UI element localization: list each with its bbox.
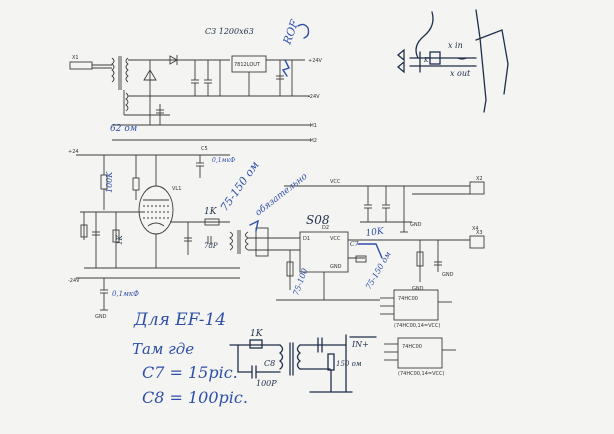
sketch-1k: 1K — [250, 329, 264, 339]
power-supply-section: X1 7812LOUT — [69, 55, 323, 144]
svg-text:GND: GND — [412, 286, 424, 292]
label-x3: X3 — [476, 230, 483, 236]
svg-text:H2: H2 — [310, 138, 317, 144]
note-rof: ROF — [280, 18, 301, 47]
label-p24-top: +24 — [68, 149, 79, 155]
note-line-4: С8 = 100pic. — [142, 388, 248, 407]
svg-text:GND: GND — [410, 222, 422, 228]
transformer-secondary — [125, 57, 129, 83]
label-ic-foot2: (74HC00,14=VCC) — [398, 371, 444, 377]
svg-text:K: K — [423, 57, 429, 64]
connector-x2 — [469, 181, 485, 195]
transformer-primary — [111, 57, 115, 83]
svg-text:GND: GND — [442, 272, 454, 278]
connector-x1 — [69, 61, 93, 70]
label-vcc-top: VCC — [330, 179, 341, 185]
note-10k: 10K — [365, 226, 386, 239]
label-reg: 7812LOUT — [234, 62, 261, 68]
label-d1: D1 — [303, 236, 310, 242]
sketch-in: IN+ — [351, 340, 369, 349]
label-ic1: 74HC00 — [398, 296, 418, 302]
sketch-150: 150 ом — [336, 360, 362, 368]
note-c3: C3 1200x63 — [205, 27, 254, 36]
handwritten-input-sketch: x in x out K — [396, 9, 509, 113]
resistor-r4 — [132, 177, 140, 191]
note-1k-top: 1K — [204, 207, 218, 217]
sketch-100p: 100P — [256, 379, 277, 388]
note-cap-01b: 0,1мкФ — [112, 290, 139, 298]
handwritten-notes: Для EF-14 Там где С7 = 15pic. С8 = 100pi… — [132, 310, 248, 407]
label-x1: X1 — [72, 55, 79, 61]
note-1k-left: 1K — [116, 235, 124, 245]
note-62-ohm: 62 ом — [110, 124, 137, 134]
label-ic-foot1: (74HC00,14=VCC) — [394, 323, 440, 329]
note-75-150: 75-150 ом — [218, 159, 262, 214]
label-m24-r1: -24V — [308, 94, 320, 100]
chip-74hc00-2 — [397, 337, 443, 369]
note-c7: С7 — [350, 241, 359, 248]
note-line-1: Для EF-14 — [133, 310, 226, 330]
label-d2: D2 — [322, 225, 329, 231]
label-x2: X2 — [476, 176, 483, 182]
note-r-right: 75-150 ом — [364, 250, 393, 291]
label-vl1: VL1 — [172, 186, 181, 192]
tube-vl1 — [138, 185, 174, 235]
label-vcc-chip: VCC — [330, 236, 341, 242]
note-line-3: С7 = 15pic. — [142, 363, 238, 382]
note-78p: 78P — [204, 242, 218, 250]
resistor-r5 — [204, 218, 220, 226]
svg-text:H1: H1 — [310, 123, 317, 129]
note-100k: 100K — [105, 171, 114, 193]
main-schematic: +24 C5 0,1мкФ 100K VL1 1K — [68, 146, 485, 377]
note-cap-01: 0,1мкФ — [212, 157, 235, 164]
label-x4: X4 — [472, 226, 479, 232]
note-75-100: 75-100 — [291, 267, 309, 297]
note-x-in: x in — [448, 41, 463, 50]
connector-x3 — [469, 235, 485, 249]
diode-symbol — [169, 55, 178, 65]
label-p24-r1: +24V — [308, 58, 323, 64]
label-m24: -24V — [68, 278, 80, 284]
note-obyaz: обязательно — [253, 171, 310, 219]
label-ic2: 74HC00 — [402, 344, 422, 350]
note-line-2: Там где — [132, 340, 194, 358]
chip-74hc00-1 — [393, 289, 439, 321]
note-x-out: x out — [450, 69, 471, 78]
output-transformer — [229, 231, 233, 251]
handwritten-circuit-sketch: 1K C8 100P 150 ом IN+ — [229, 329, 377, 393]
label-gnd-bottom: GND — [95, 314, 107, 320]
svg-text:GND: GND — [330, 264, 342, 270]
sketch-c8: C8 — [264, 359, 275, 368]
label-c5: C5 — [201, 146, 208, 152]
note-808: S08 — [306, 213, 330, 227]
